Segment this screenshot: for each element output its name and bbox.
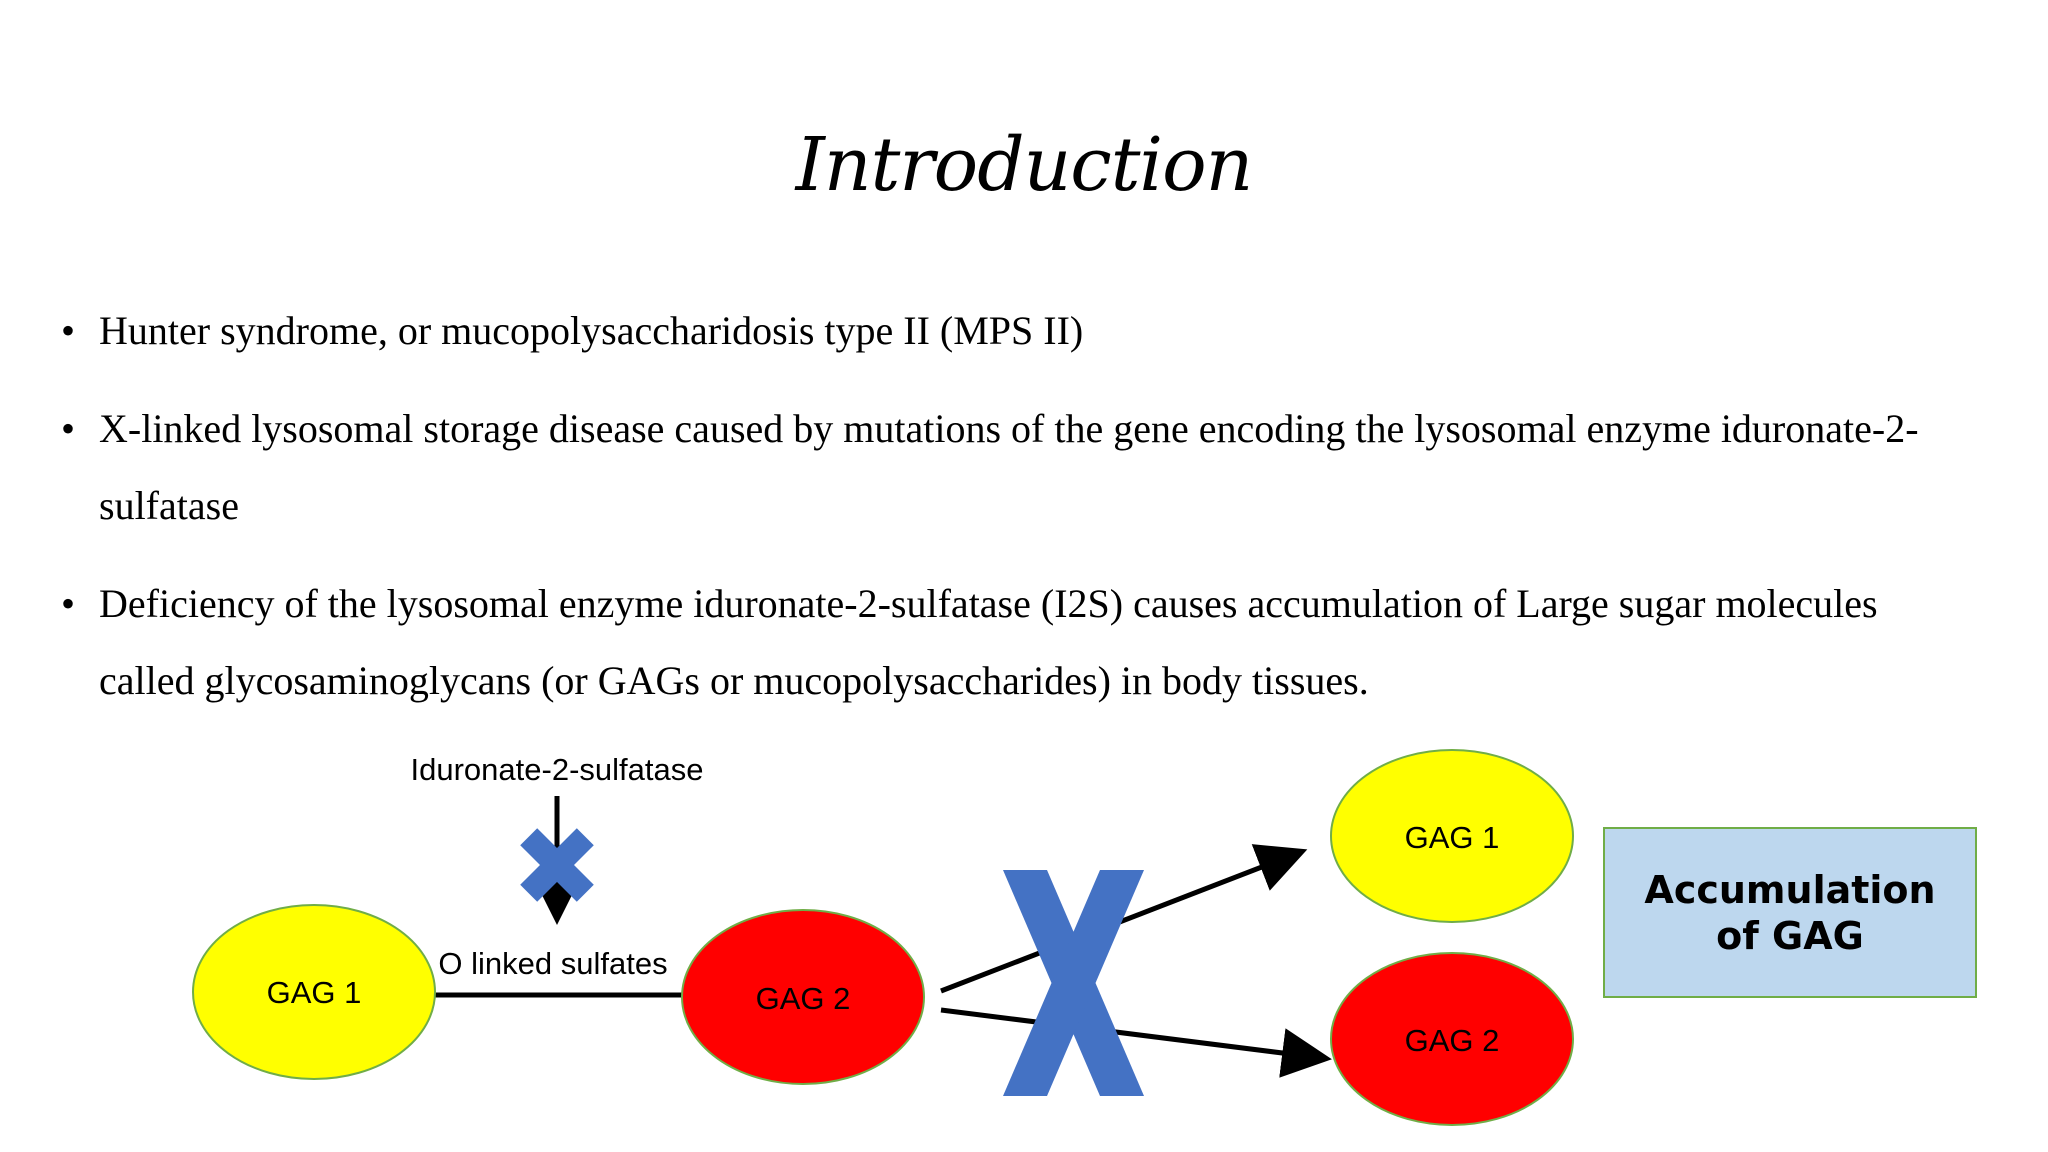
gag2-label: GAG 2	[756, 981, 851, 1016]
bullet-dot: •	[60, 581, 75, 626]
cleavage-arrow-lower	[940, 1007, 1332, 1078]
accumulation-box-line2: of GAG	[1716, 913, 1864, 958]
cleavage-block-cross-icon	[1003, 870, 1144, 1096]
bullet-text: X-linked lysosomal storage disease cause…	[99, 406, 1919, 528]
bullet-list: • Hunter syndrome, or mucopolysaccharido…	[58, 292, 1958, 740]
product-gag2-label: GAG 2	[1405, 1023, 1500, 1058]
accumulation-box-line1: Accumulation	[1644, 867, 1936, 912]
bullet-dot: •	[60, 308, 75, 353]
slide-title: Introduction	[795, 122, 1254, 208]
accumulation-box: Accumulation of GAG	[1603, 827, 1977, 998]
gag-diagram: Iduronate-2-sulfatase O linked sulfates …	[0, 740, 2048, 1152]
gag2-ellipse	[681, 909, 925, 1085]
gag1-label: GAG 1	[267, 975, 362, 1010]
bullet-item: • Hunter syndrome, or mucopolysaccharido…	[58, 292, 1958, 369]
bullet-item: • Deficiency of the lysosomal enzyme idu…	[58, 565, 1958, 719]
product-gag1-ellipse	[1330, 749, 1574, 923]
gag1-ellipse	[192, 904, 436, 1080]
product-gag1-label: GAG 1	[1405, 820, 1500, 855]
bullet-dot: •	[60, 406, 75, 451]
bullet-text: Hunter syndrome, or mucopolysaccharidosi…	[99, 308, 1084, 353]
product-gag2-ellipse	[1330, 952, 1574, 1126]
bullet-text: Deficiency of the lysosomal enzyme iduro…	[99, 581, 1878, 703]
enzyme-block-cross-icon	[520, 828, 594, 902]
diagram-canvas: Iduronate-2-sulfatase O linked sulfates …	[192, 749, 1574, 1126]
enzyme-label: Iduronate-2-sulfatase	[411, 752, 704, 787]
bond-label: O linked sulfates	[438, 946, 667, 981]
bullet-item: • X-linked lysosomal storage disease cau…	[58, 390, 1958, 544]
